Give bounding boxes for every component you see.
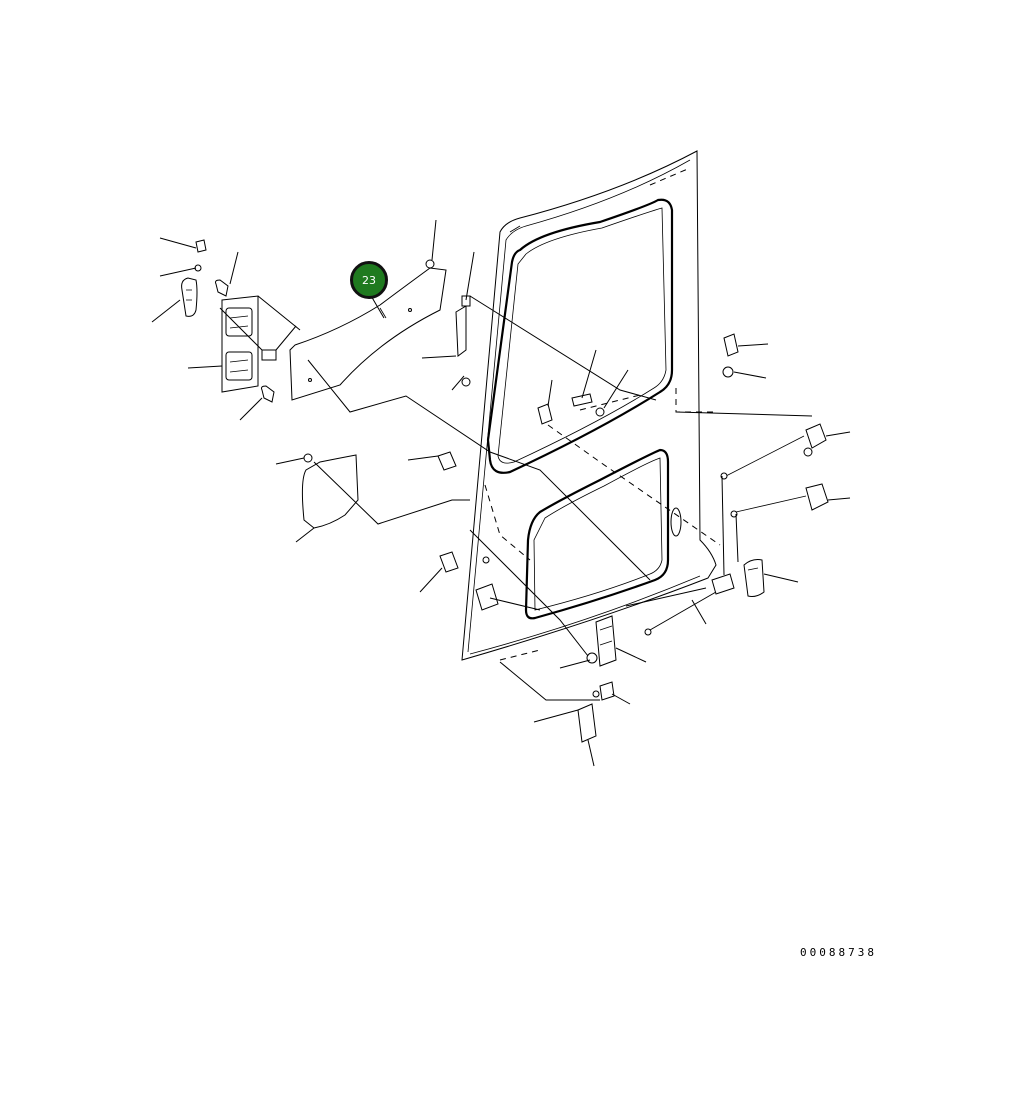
lower-window — [524, 448, 682, 620]
door-bolts — [437, 393, 605, 573]
door-frame — [461, 150, 717, 661]
drawing-number: 00088738 — [800, 946, 877, 959]
callout-marker-icon[interactable]: 23 — [350, 261, 388, 299]
rod-and-bracket — [625, 475, 739, 636]
callout-label: 23 — [362, 273, 376, 287]
handle-plate — [221, 295, 277, 393]
leader-lines — [151, 219, 851, 767]
upper-window — [486, 198, 674, 474]
right-bolts — [722, 333, 739, 378]
upper-latch — [725, 423, 827, 477]
trim-panel — [289, 267, 447, 401]
cover-plate — [301, 453, 359, 529]
inner-handle — [181, 277, 198, 317]
outer-handle-right — [743, 559, 765, 597]
lower-latch — [720, 472, 829, 518]
lock-assembly — [475, 556, 617, 743]
grab-handle — [425, 259, 471, 387]
